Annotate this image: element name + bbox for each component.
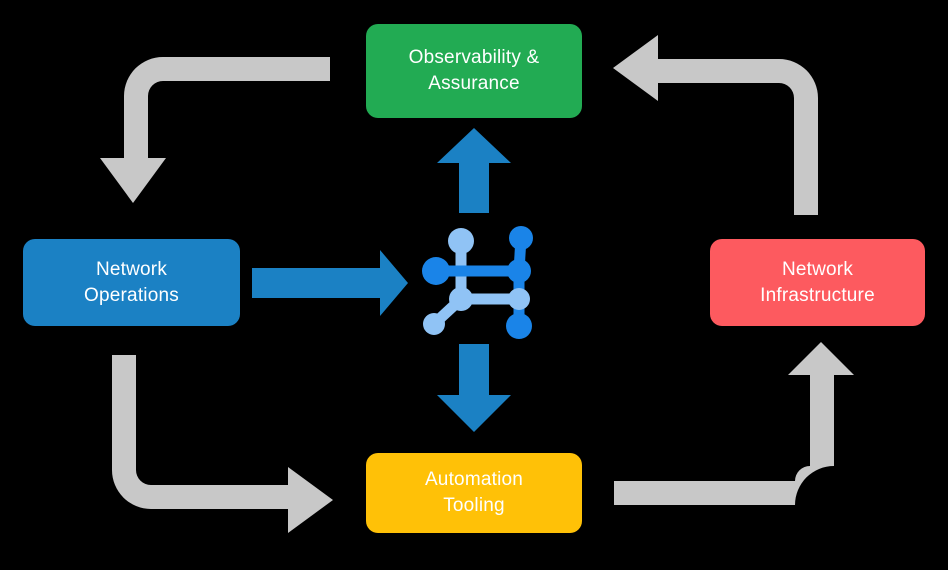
connector-operations-to-center — [252, 250, 408, 316]
node-network-infrastructure[interactable]: Network Infrastructure — [710, 239, 925, 326]
connector-automation-to-infrastructure — [614, 342, 854, 505]
connector-infrastructure-to-observability — [613, 35, 818, 215]
node-observability-assurance[interactable]: Observability & Assurance — [366, 24, 582, 118]
connector-observability-to-operations — [100, 57, 330, 203]
connector-operations-to-automation — [112, 355, 333, 533]
node-network-operations[interactable]: Network Operations — [23, 239, 240, 326]
node-automation-tooling[interactable]: Automation Tooling — [366, 453, 582, 533]
connector-center-to-automation — [437, 344, 511, 432]
connector-center-to-observability — [437, 128, 511, 213]
